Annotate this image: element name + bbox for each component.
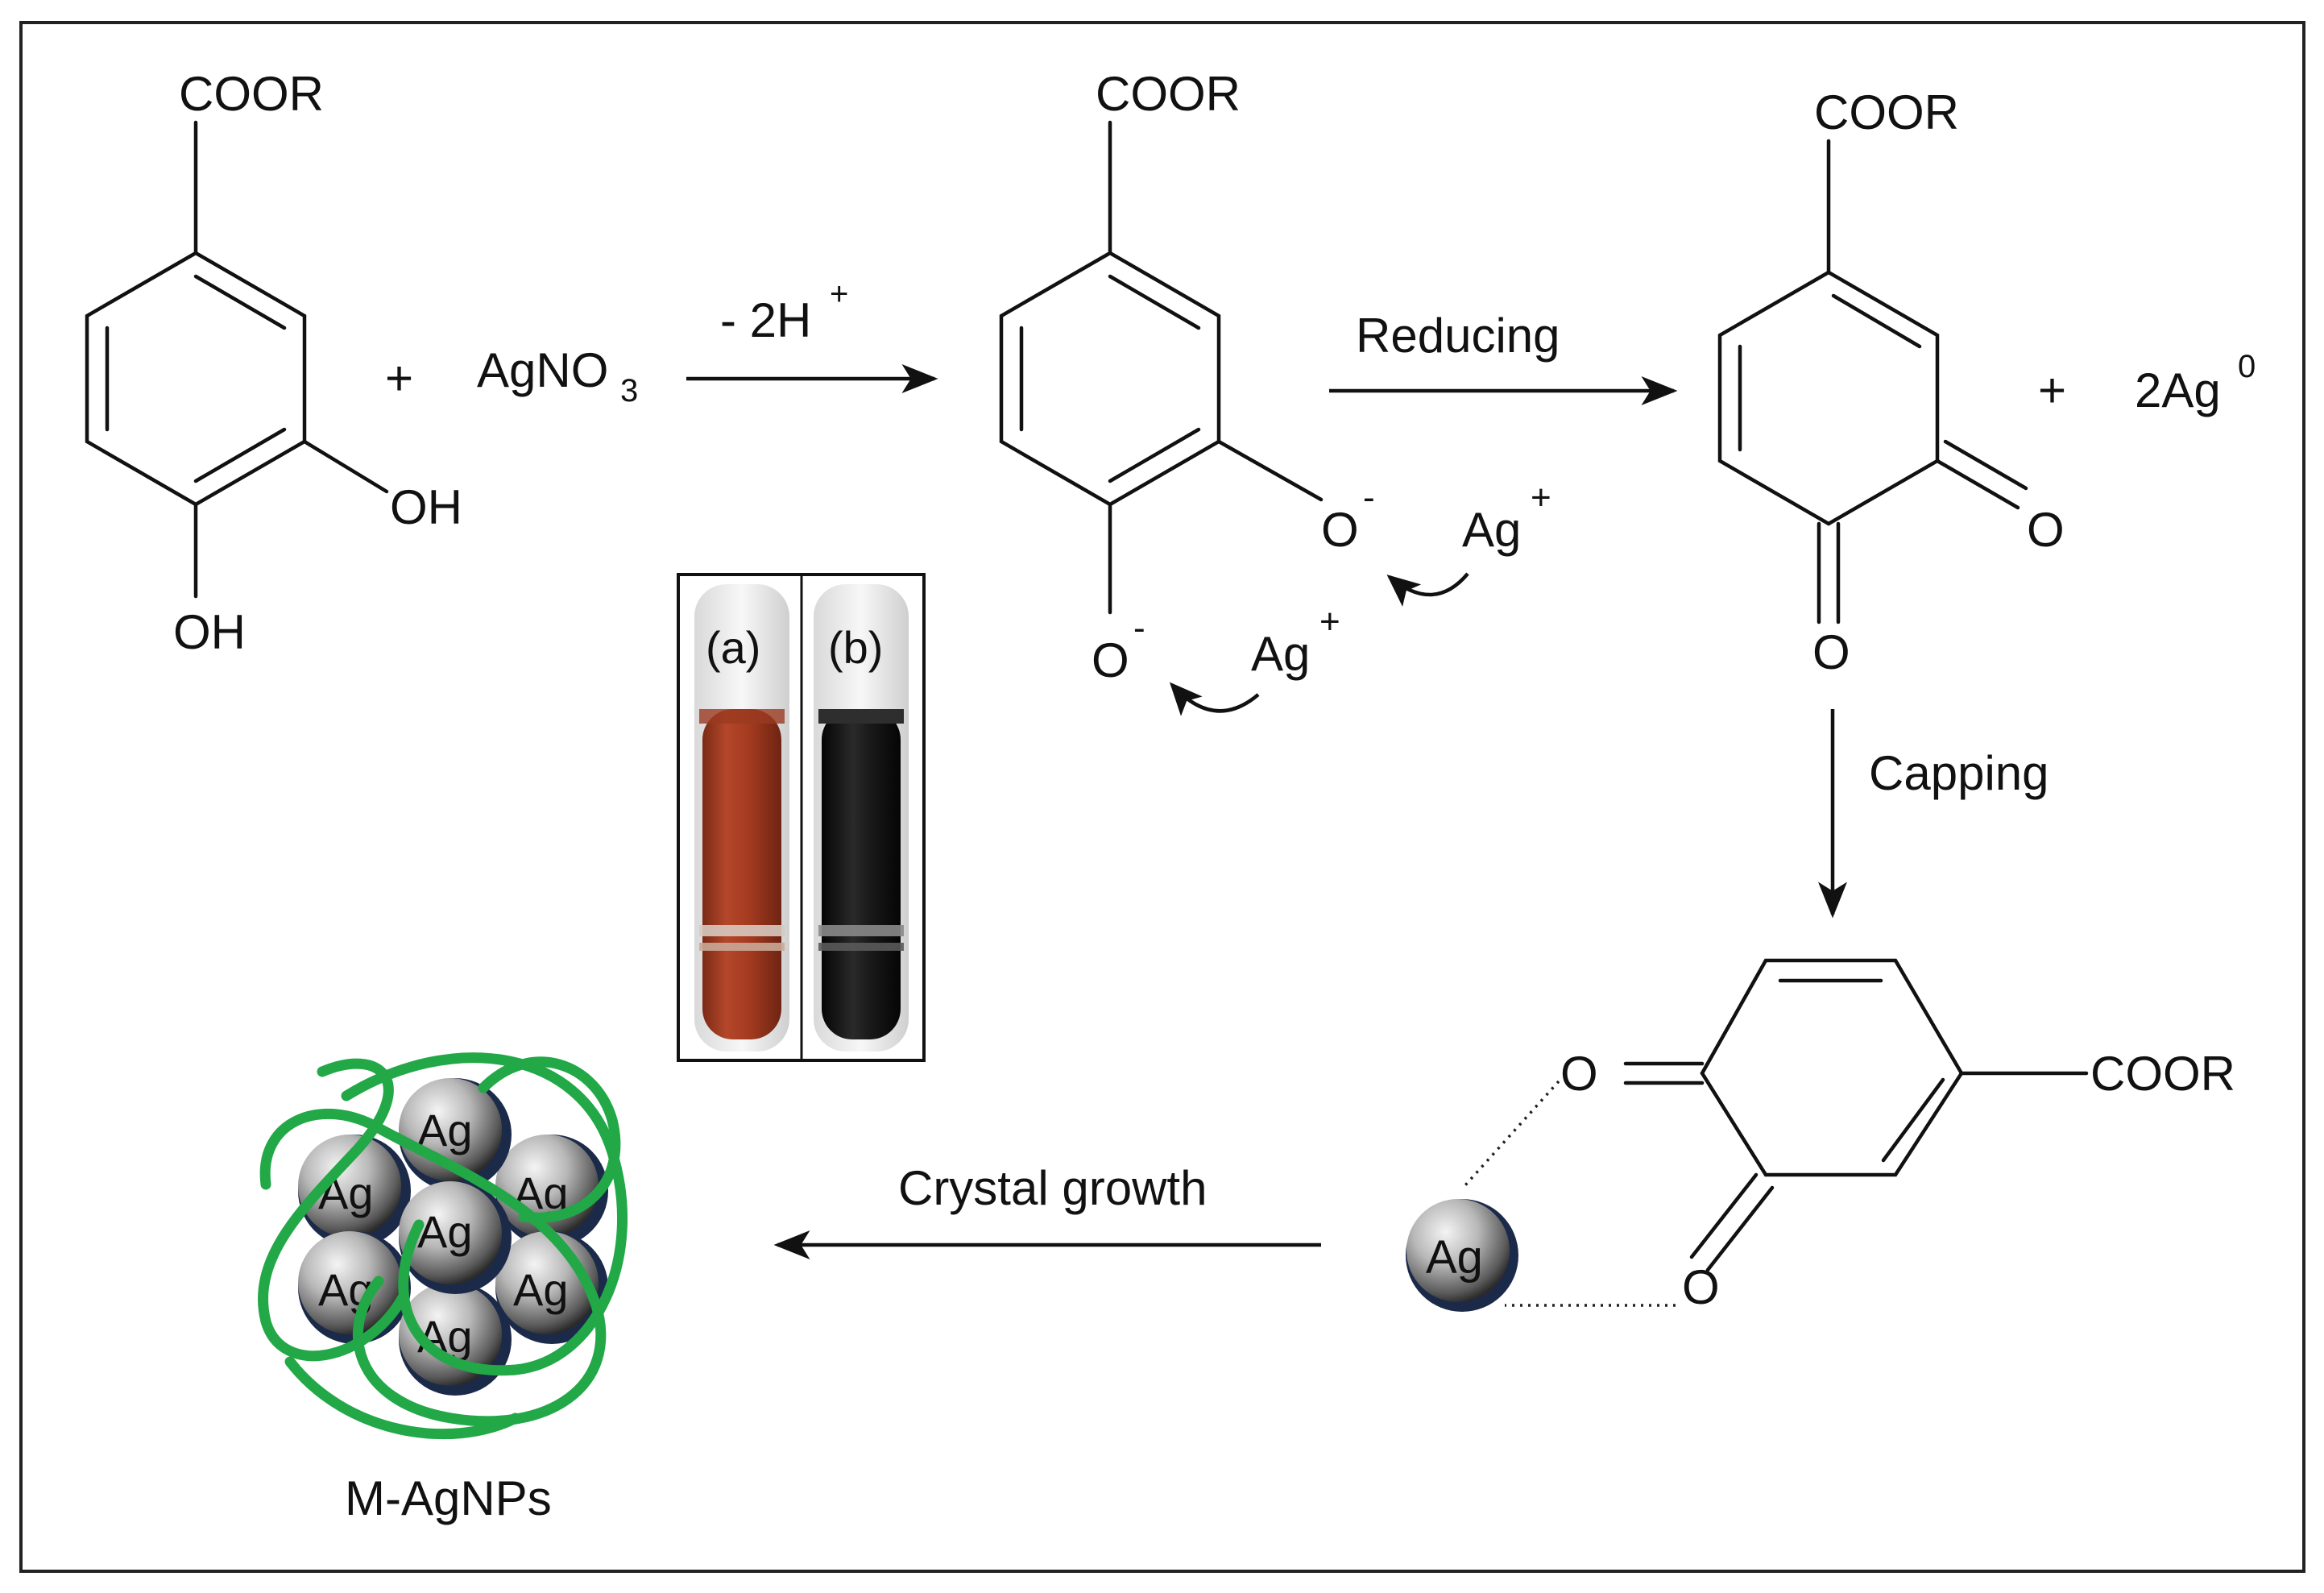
minus-2h-label: - 2H [720,293,811,347]
deprotonation-arrow: - 2H + [686,276,938,393]
plus-superscript: + [1319,602,1340,641]
h-plus-superscript: + [830,276,848,312]
silver-nitrate: AgNO 3 [477,343,638,409]
tube-a-label: (a) [706,622,760,673]
capping-arrow: Capping [1818,709,2049,919]
silver-nanoparticle: Ag [1406,1199,1518,1312]
ag-sphere-label: Ag [513,1264,569,1315]
coor-label: COOR [1096,67,1241,121]
reactant-catechol-ester: COOR OH OH [85,67,462,659]
silver-atoms: 2Ag 0 [2135,349,2256,417]
carbonyl-oxygen-label: O [1682,1260,1720,1314]
agnp-cluster: Ag Ag Ag Ag Ag Ag Ag [258,1052,628,1440]
oxygen-anion-label: O [1321,503,1359,557]
coor-label: COOR [179,67,324,121]
agno3-subscript: 3 [620,373,638,409]
zero-superscript: 0 [2238,349,2256,384]
test-tube-a [694,584,789,1052]
silver-ion-label: Ag [1251,627,1310,681]
capping-label: Capping [1869,746,2049,800]
silver-nanoparticle: Ag [298,1135,411,1247]
test-tube-photo: (a) (b) [677,573,926,1062]
figure-frame [19,21,2305,1573]
tube-a-solution [702,709,781,1039]
agno3-label: AgNO [477,343,608,397]
silver-nanoparticle: Ag [298,1231,411,1344]
coordination-bond [1463,1080,1560,1188]
plus-sign: + [2038,363,2066,417]
ag-sphere-label: Ag [417,1206,473,1257]
carbonyl-oxygen-label: O [1812,625,1850,679]
plus-sign: + [385,351,413,405]
plus-superscript: + [1531,478,1551,517]
crystal-growth-arrow: Crystal growth [773,1161,1321,1259]
reducing-label: Reducing [1356,309,1560,363]
catecholate-dianion: COOR O - O - Ag + Ag + [999,67,1551,716]
silver-nanoparticle: Ag [399,1181,512,1294]
m-agnps-label: M-AgNPs [345,1471,552,1525]
test-tube-b [814,584,909,1052]
carbonyl-oxygen-label: O [2027,503,2065,557]
two-ag-label: 2Ag [2135,363,2221,417]
oxygen-anion-label: O [1092,633,1129,687]
minus-superscript: - [1363,478,1375,517]
capped-quinone: COOR O O Ag [1406,958,2235,1314]
silver-ion-label: Ag [1462,503,1521,557]
coor-label: COOR [1814,85,1959,139]
oh-label: OH [390,480,462,534]
coor-label: COOR [2090,1047,2235,1101]
oh-label: OH [173,605,246,659]
silver-nanoparticle: Ag [399,1078,512,1191]
tube-b-solution [822,709,901,1039]
electron-transfer-arrow [1169,682,1260,716]
crystal-growth-label: Crystal growth [898,1161,1207,1215]
carbonyl-oxygen-label: O [1560,1047,1598,1101]
reducing-arrow: Reducing [1329,309,1678,405]
minus-superscript: - [1133,608,1145,648]
ortho-quinone: COOR O O [1717,85,2065,679]
ag-sphere-label: Ag [1426,1231,1483,1284]
ag-sphere-label: Ag [417,1105,473,1155]
polymer-capping-strands [258,1052,628,1440]
tube-b-label: (b) [828,622,883,673]
electron-transfer-arrow [1386,572,1469,607]
